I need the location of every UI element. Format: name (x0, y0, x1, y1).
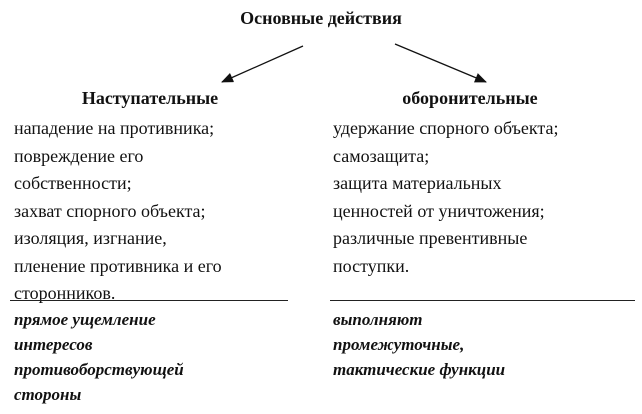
arrow-left (221, 45, 304, 83)
left-summary: прямое ущемление интересов противоборств… (14, 307, 184, 407)
summary-line: интересов (14, 335, 93, 354)
summary-line: выполняют (333, 310, 423, 329)
summary-line: противоборствующей (14, 360, 184, 379)
list-item: сторонников. (14, 283, 116, 303)
summary-line: прямое ущемление (14, 310, 156, 329)
list-item: различные превентивные (333, 228, 528, 248)
list-item: нападение на противника; (14, 118, 215, 138)
right-summary: выполняют промежуточные, тактические фун… (333, 307, 505, 382)
diagram-title: Основные действия (240, 8, 402, 28)
list-item: захват спорного объекта; (14, 200, 206, 221)
summary-line: тактические функции (333, 360, 506, 379)
arrow-right (394, 43, 487, 83)
right-heading: оборонительные (402, 88, 538, 108)
list-item: ценностей от уничтожения; (333, 200, 545, 221)
list-item: поступки. (333, 255, 410, 276)
left-divider (10, 300, 288, 301)
list-item: самозащита; (333, 145, 430, 166)
summary-line: промежуточные, (333, 335, 465, 354)
right-list: удержание спорного объекта; самозащита; … (333, 115, 558, 280)
left-list: нападение на противника; повреждение его… (14, 115, 222, 308)
list-item: повреждение его (14, 145, 144, 166)
list-item: пленение противника и его (14, 255, 222, 276)
right-divider (330, 300, 635, 301)
left-heading: Наступательные (81, 88, 219, 108)
list-item: собственности; (14, 173, 132, 193)
list-item: защита материальных (333, 173, 502, 193)
summary-line: стороны (14, 385, 82, 404)
list-item: изоляция, изгнание, (14, 228, 167, 248)
list-item: удержание спорного объекта; (333, 118, 559, 138)
